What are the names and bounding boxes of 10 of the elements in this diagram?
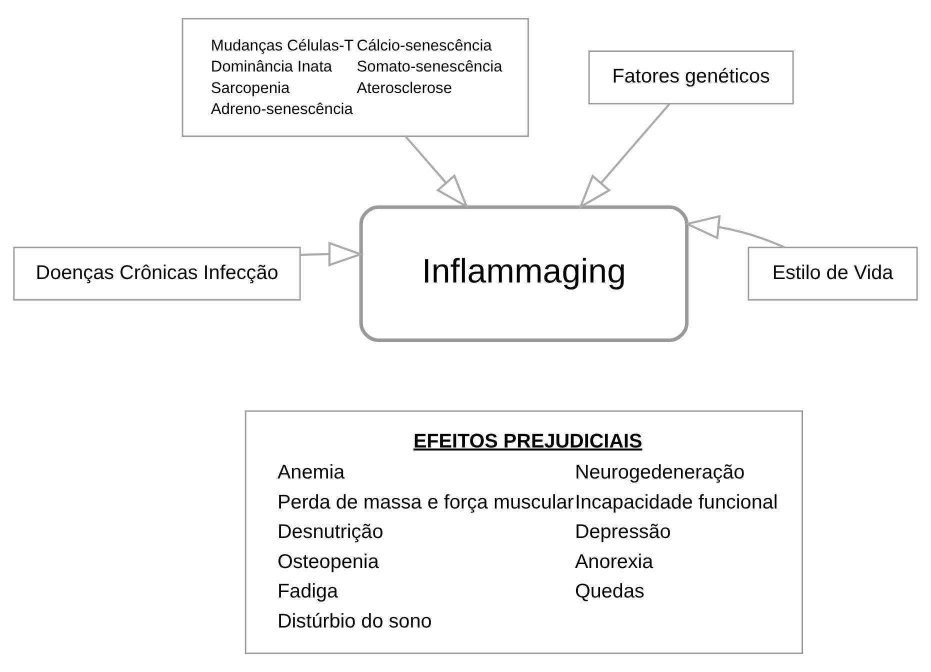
arrow bbox=[578, 103, 670, 210]
arrow bbox=[684, 214, 785, 248]
node-box: Fatores genéticos bbox=[588, 50, 794, 104]
node-box: Mudanças Células-T Cálcio-senescência Dominância Inata Somato-senescência Sarcopenia Aterosclerose Adreno-senescência bbox=[182, 18, 529, 137]
node-box: Inflammaging bbox=[359, 205, 689, 342]
arrow bbox=[404, 136, 469, 209]
arrow bbox=[300, 242, 364, 266]
node-box: EFEITOS PREJUDICIAIS Anemia Neurogedeneração Perda de massa e força muscularIncapacidade funcional Desnutrição Depressão Osteopenia Anorexia Fadiga Quedas Distúrbio do sono bbox=[244, 410, 804, 654]
node-box: Estilo de Vida bbox=[748, 246, 918, 301]
node-box: Doenças Crônicas Infecção bbox=[13, 246, 301, 301]
